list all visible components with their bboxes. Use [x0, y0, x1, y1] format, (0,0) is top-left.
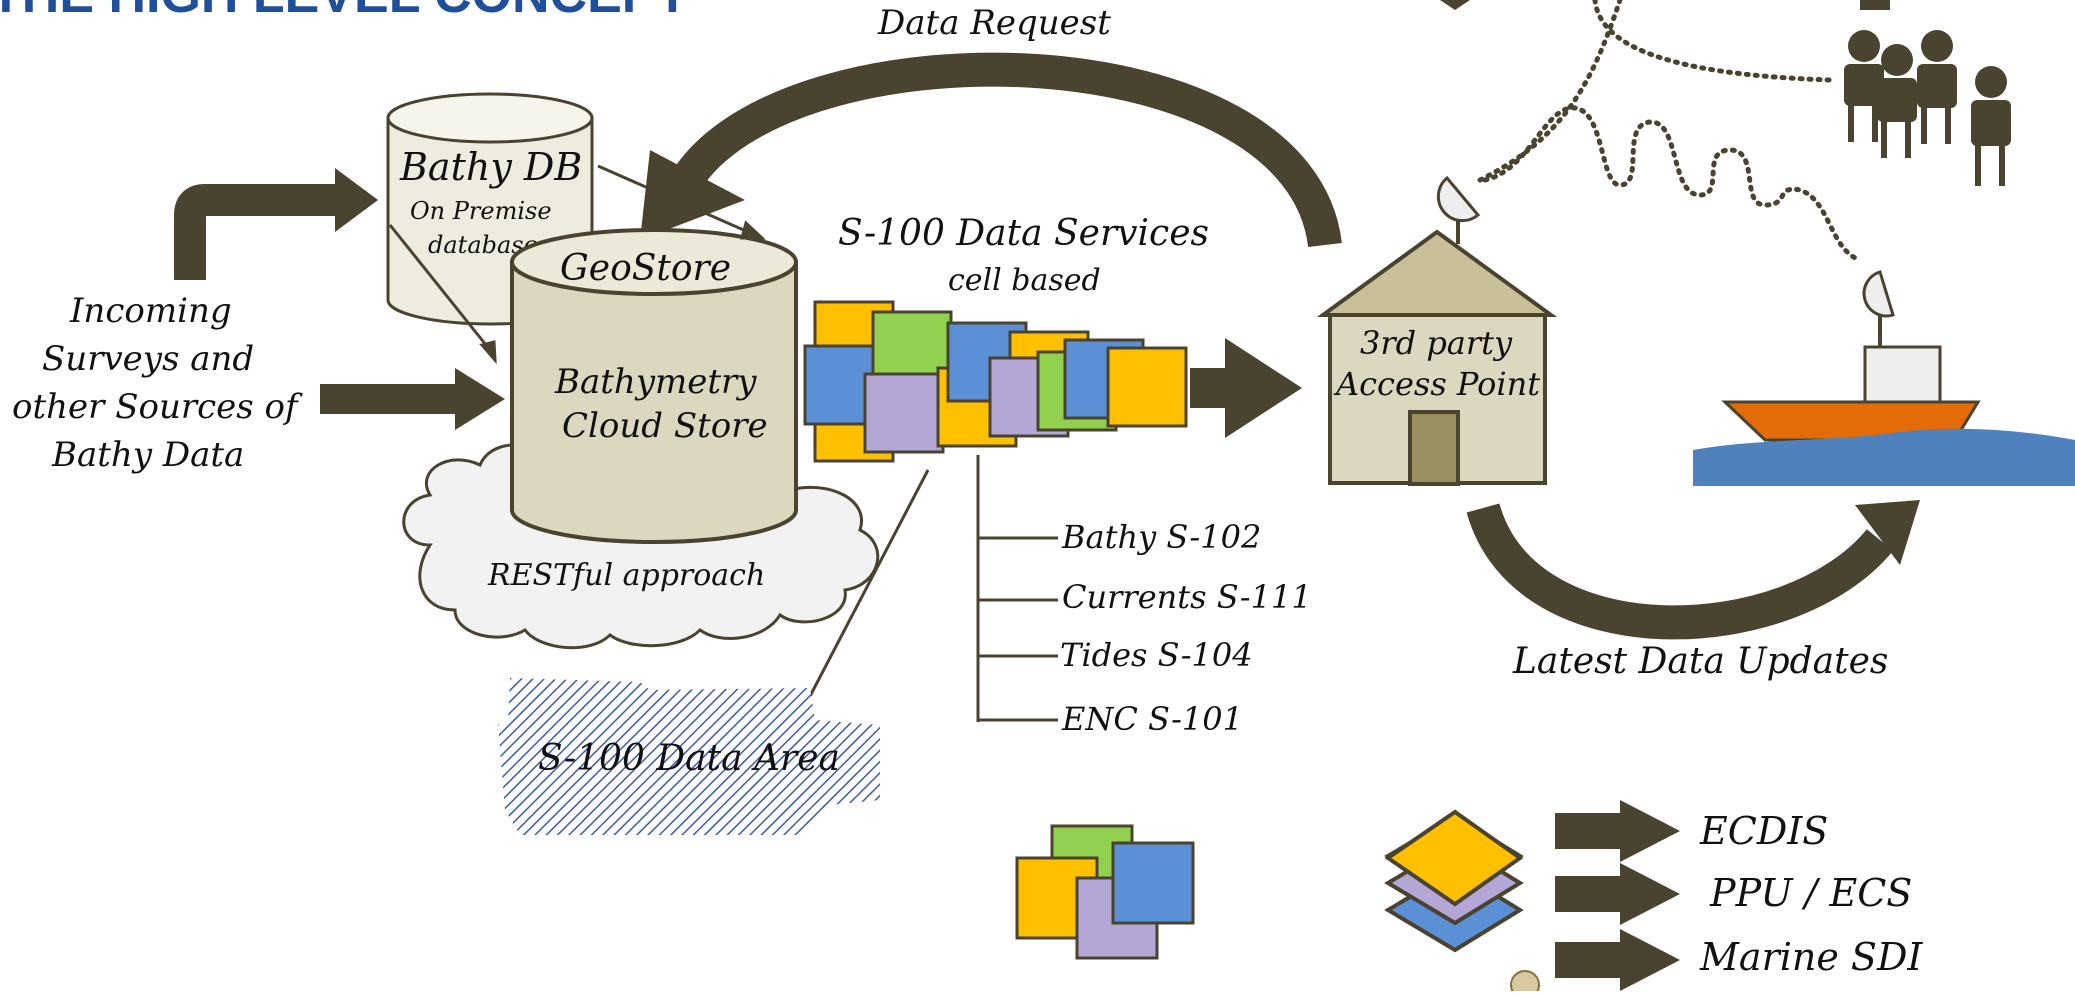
latest-updates-label: Latest Data Updates	[1512, 641, 1888, 682]
house-icon	[1316, 210, 1558, 486]
data-request-arrow	[640, 52, 1342, 248]
satellite-dish-icon	[1436, 175, 1481, 223]
data-area-label: S-100 Data Area	[538, 738, 840, 779]
services-title: S-100 Data Services	[838, 213, 1209, 254]
geostore-title: GeoStore	[560, 248, 731, 289]
db-connector-lines	[388, 164, 766, 365]
output-ppu-ecs: PPU / ECS	[1709, 871, 1912, 915]
incoming-line3: other Sources of	[12, 387, 303, 427]
product-tides: Tides S-104	[1060, 636, 1253, 674]
bottom-tiles-icon	[1015, 824, 1195, 960]
incoming-line2: Surveys and	[42, 339, 254, 379]
ship-icon	[1693, 345, 2075, 486]
data-tiles-icon	[803, 300, 1188, 463]
incoming-line1: Incoming	[69, 291, 232, 331]
layer-stack-icon	[1384, 809, 1524, 953]
top-arrow-fragment	[1440, 0, 1470, 10]
product-currents: Currents S-111	[1062, 578, 1312, 616]
services-subtitle: cell based	[948, 263, 1101, 298]
product-bathy: Bathy S-102	[1061, 518, 1261, 556]
page-title: THE HIGH LEVEL CONCEPT	[0, 0, 688, 24]
data-request-label: Data Request	[877, 3, 1111, 43]
geostore-line2: Cloud Store	[562, 406, 768, 446]
product-bracket	[976, 455, 1058, 722]
incoming-elbow-arrow	[174, 168, 378, 280]
geostore-line1: Bathymetry	[554, 362, 757, 402]
bathy-db-sub1: On Premise	[410, 197, 552, 225]
data-area-connector	[806, 469, 930, 701]
data-area-hatch	[498, 678, 880, 835]
latest-updates-arrow	[1466, 500, 1920, 640]
output-ecdis: ECDIS	[1699, 809, 1828, 853]
access-point-line1: 3rd party	[1360, 324, 1513, 362]
product-enc: ENC S-101	[1061, 700, 1243, 738]
wireless-dotted-lines	[1477, 0, 1863, 263]
services-to-access-arrow	[1190, 338, 1302, 438]
output-marine-sdi: Marine SDI	[1699, 935, 1923, 979]
people-icon	[1844, 0, 2011, 186]
crest-icon	[1510, 970, 1540, 995]
bathy-db-title: Bathy DB	[399, 145, 582, 189]
incoming-line4: Bathy Data	[51, 435, 244, 475]
ship-dish-icon	[1862, 270, 1895, 348]
access-point-line2: Access Point	[1333, 365, 1540, 403]
incoming-straight-arrow	[320, 368, 505, 430]
output-arrows	[1555, 800, 1680, 991]
restful-label: RESTful approach	[487, 558, 765, 593]
geostore-cylinder	[510, 228, 798, 544]
